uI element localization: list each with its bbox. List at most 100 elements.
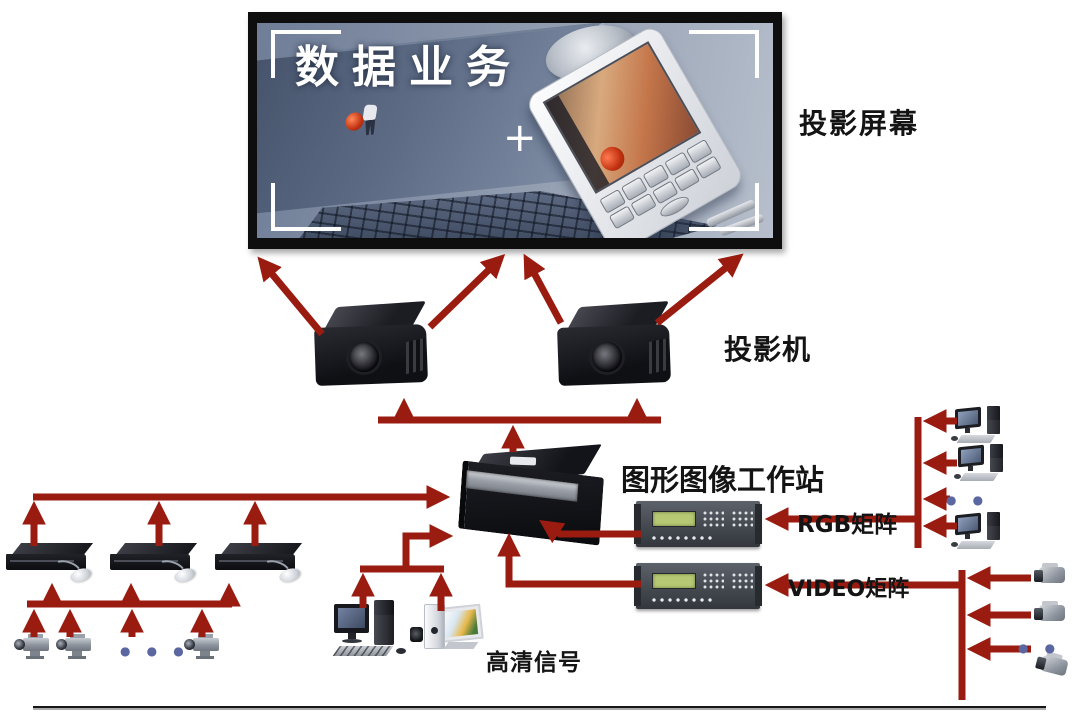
pc-stand: [965, 534, 970, 539]
projector-1: [313, 300, 433, 390]
camera-lens-icon: [14, 639, 25, 650]
video-matrix-device: [634, 563, 762, 609]
camcorder-lens-icon: [1034, 608, 1043, 620]
pc-tower: [374, 600, 394, 645]
mouse-icon: [951, 542, 958, 547]
pc-screen: [958, 409, 978, 427]
child-figure: [362, 104, 378, 122]
rgb-pc-1: [951, 406, 1003, 446]
pc-tower: [987, 406, 1000, 434]
rack-ear: [634, 566, 641, 606]
camcorder-body: [1039, 605, 1065, 621]
button-row: [650, 535, 714, 541]
pc-tower: [424, 604, 445, 649]
pc-screen: [961, 447, 981, 465]
pc-stand-base: [342, 639, 362, 643]
ellipsis-more-pcs: ● ●: [946, 493, 990, 507]
camera-to-dvr-bus: [22, 582, 241, 637]
rgb-matrix-device: [634, 501, 762, 547]
camcorder-body: [1039, 567, 1065, 583]
pc-tower: [987, 512, 1000, 540]
pc-keyboard: [956, 541, 996, 549]
camcorder-top: [1042, 601, 1058, 606]
camera-top: [70, 634, 85, 639]
dvr-panel-line: [114, 560, 178, 562]
button-grid: [702, 510, 724, 527]
rgb-pc-2: [954, 444, 1006, 484]
camera-body: [65, 638, 91, 651]
video-matrix-to-workstation: [497, 532, 641, 588]
pc-screen: [338, 608, 365, 628]
dvr-to-workstation-bus: [22, 485, 451, 546]
mouse-icon: [396, 648, 406, 654]
dvr-front: [6, 554, 86, 570]
mouse-icon: [954, 474, 961, 479]
pc-monitor: [958, 444, 984, 468]
camcorder-top: [1042, 563, 1058, 568]
hd-signal-label: 高清信号: [486, 650, 582, 676]
rgb-matrix-label: RGB矩阵: [797, 512, 898, 538]
ellipsis-more-cameras: ● ● ●: [120, 644, 190, 658]
pc-keyboard: [956, 435, 996, 443]
workstation-label: 图形图像工作站: [621, 463, 825, 497]
projector-2: [556, 300, 676, 390]
rgb-pc-3: [951, 512, 1003, 552]
dvr-2: [110, 543, 198, 584]
camera-lens-icon: [56, 639, 67, 650]
dvr-panel-line: [219, 560, 283, 562]
projection-screen-label: 投影屏幕: [799, 107, 920, 140]
footer-divider: [33, 706, 1046, 708]
projector-lens-icon: [349, 342, 379, 372]
button-grid: [731, 510, 753, 527]
camera-foot: [196, 656, 214, 659]
corner-bracket-icon: [689, 30, 759, 78]
projector-lens-icon: [592, 342, 622, 372]
camera-base: [72, 651, 82, 657]
pc-screen: [958, 515, 978, 533]
graphics-workstation: [452, 444, 604, 546]
button-grid: [731, 572, 753, 589]
camera-3: [184, 634, 222, 660]
lcd-display: [652, 511, 696, 527]
corner-bracket-icon: [689, 183, 759, 231]
pc-monitor: [955, 406, 981, 430]
camera-lens-icon: [184, 639, 195, 650]
camera-base: [30, 651, 40, 657]
camera-top: [198, 634, 213, 639]
child-figure-legs: [365, 119, 375, 135]
projection-screen: 数据业务 +: [248, 12, 782, 249]
red-ball-graphic: [345, 111, 364, 132]
camera-lens-icon: [410, 627, 423, 642]
video-camera-2: [1034, 601, 1066, 627]
pc-stand: [348, 633, 356, 639]
corner-bracket-icon: [271, 30, 341, 78]
hd-source-media-pc: [410, 602, 484, 656]
camcorder-lens-icon: [1034, 570, 1043, 582]
camera-2: [56, 634, 94, 660]
camera-foot: [68, 656, 86, 659]
dvr-front: [215, 554, 295, 570]
camera-body: [193, 638, 219, 651]
pc-tower: [990, 444, 1003, 472]
ellipsis-more-video-cameras: ● ●: [1018, 641, 1062, 655]
camera-foot: [26, 656, 44, 659]
button-grid: [702, 572, 724, 589]
projector-label: 投影机: [724, 333, 812, 366]
pc-stand: [965, 428, 970, 433]
plus-sign: +: [503, 115, 537, 161]
projection-screen-content: 数据业务 +: [257, 23, 773, 238]
pc-screen: [439, 609, 479, 638]
rack-ear: [755, 504, 762, 544]
camera-base: [200, 651, 210, 657]
pc-keyboard: [959, 473, 999, 481]
hd-source-pc: [332, 600, 412, 658]
mouse-icon: [951, 436, 958, 441]
pc-monitor: [955, 512, 981, 536]
dvr-1: [6, 543, 94, 584]
lcd-display: [652, 573, 696, 589]
rack-ear: [634, 504, 641, 544]
video-matrix-label: VIDEO矩阵: [788, 577, 910, 602]
pc-stand: [968, 466, 973, 471]
screen-slide-title: 数据业务: [295, 42, 523, 93]
